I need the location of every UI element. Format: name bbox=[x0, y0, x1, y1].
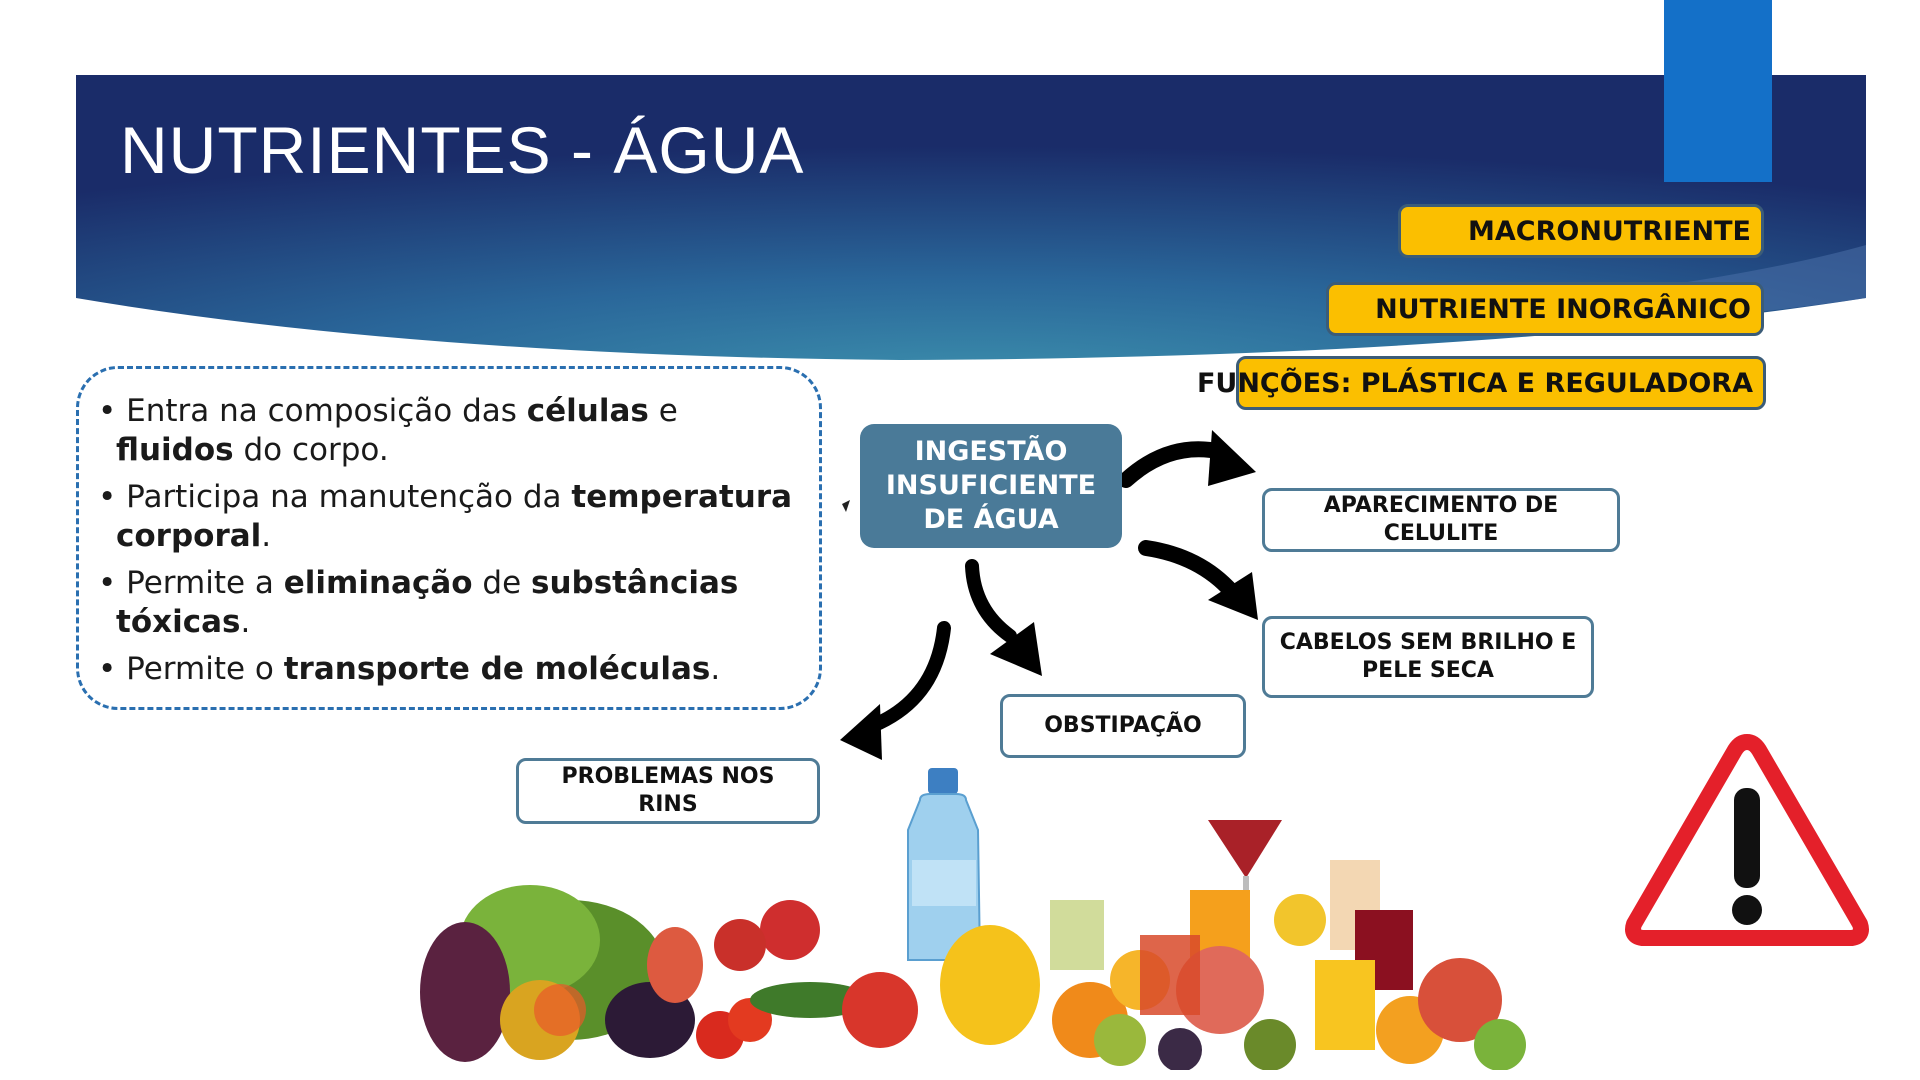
fruits-vegetables-image bbox=[420, 768, 1526, 1070]
arrow-to-obstipacao bbox=[965, 559, 1017, 643]
red-apple-icon bbox=[842, 972, 918, 1048]
arrow-to-obstipacao-head bbox=[990, 622, 1042, 676]
arrow-to-rins bbox=[865, 621, 951, 733]
effect-obstipacao: OBSTIPAÇÃO bbox=[1000, 694, 1246, 758]
slide-title: NUTRIENTES - ÁGUA bbox=[120, 113, 805, 187]
arrow-to-celulite-head bbox=[1208, 430, 1256, 486]
tag-nutriente-inorganico: NUTRIENTE INORGÂNICO bbox=[1326, 282, 1764, 336]
fact-item: • Participa na manutenção da temperatura… bbox=[98, 479, 793, 554]
pepper-icon bbox=[940, 925, 1040, 1045]
facts-list: • Entra na composição das células e flui… bbox=[98, 392, 798, 697]
tag-funcoes: FUNÇÕES: PLÁSTICA E REGULADORA bbox=[1197, 356, 1766, 410]
arrow-to-rins-head bbox=[840, 704, 882, 760]
effect-rins: PROBLEMAS NOS RINS bbox=[516, 758, 820, 824]
fact-item: • Permite a eliminação de substâncias tó… bbox=[98, 565, 739, 640]
arrow-to-celulite bbox=[1118, 441, 1230, 488]
tag-macronutriente: MACRONUTRIENTE bbox=[1398, 204, 1764, 258]
center-node: INGESTÃO INSUFICIENTE DE ÁGUA bbox=[860, 424, 1122, 548]
arrow-to-cabelos-head bbox=[1208, 572, 1258, 620]
fact-item: • Permite o transporte de moléculas. bbox=[98, 651, 721, 687]
cucumber-icon bbox=[750, 982, 870, 1018]
fact-item: • Entra na composição das células e flui… bbox=[98, 393, 678, 468]
cocktail-glass-icon bbox=[1208, 820, 1282, 878]
red-cabbage-icon bbox=[420, 922, 510, 1062]
juice-glass-icon bbox=[1050, 900, 1104, 970]
kiwi-icon bbox=[1244, 1019, 1296, 1070]
grapes-icon bbox=[1094, 1014, 1146, 1066]
warning-triangle-icon bbox=[1625, 734, 1869, 946]
effect-celulite: APARECIMENTO DE CELULITE bbox=[1262, 488, 1620, 552]
accent-bar bbox=[1664, 0, 1772, 182]
water-bottle-icon bbox=[907, 768, 982, 961]
effect-cabelos: CABELOS SEM BRILHO E PELE SECA bbox=[1262, 616, 1594, 698]
facts-box bbox=[76, 366, 822, 710]
small-marker bbox=[842, 500, 850, 512]
arrow-to-cabelos bbox=[1138, 540, 1240, 600]
